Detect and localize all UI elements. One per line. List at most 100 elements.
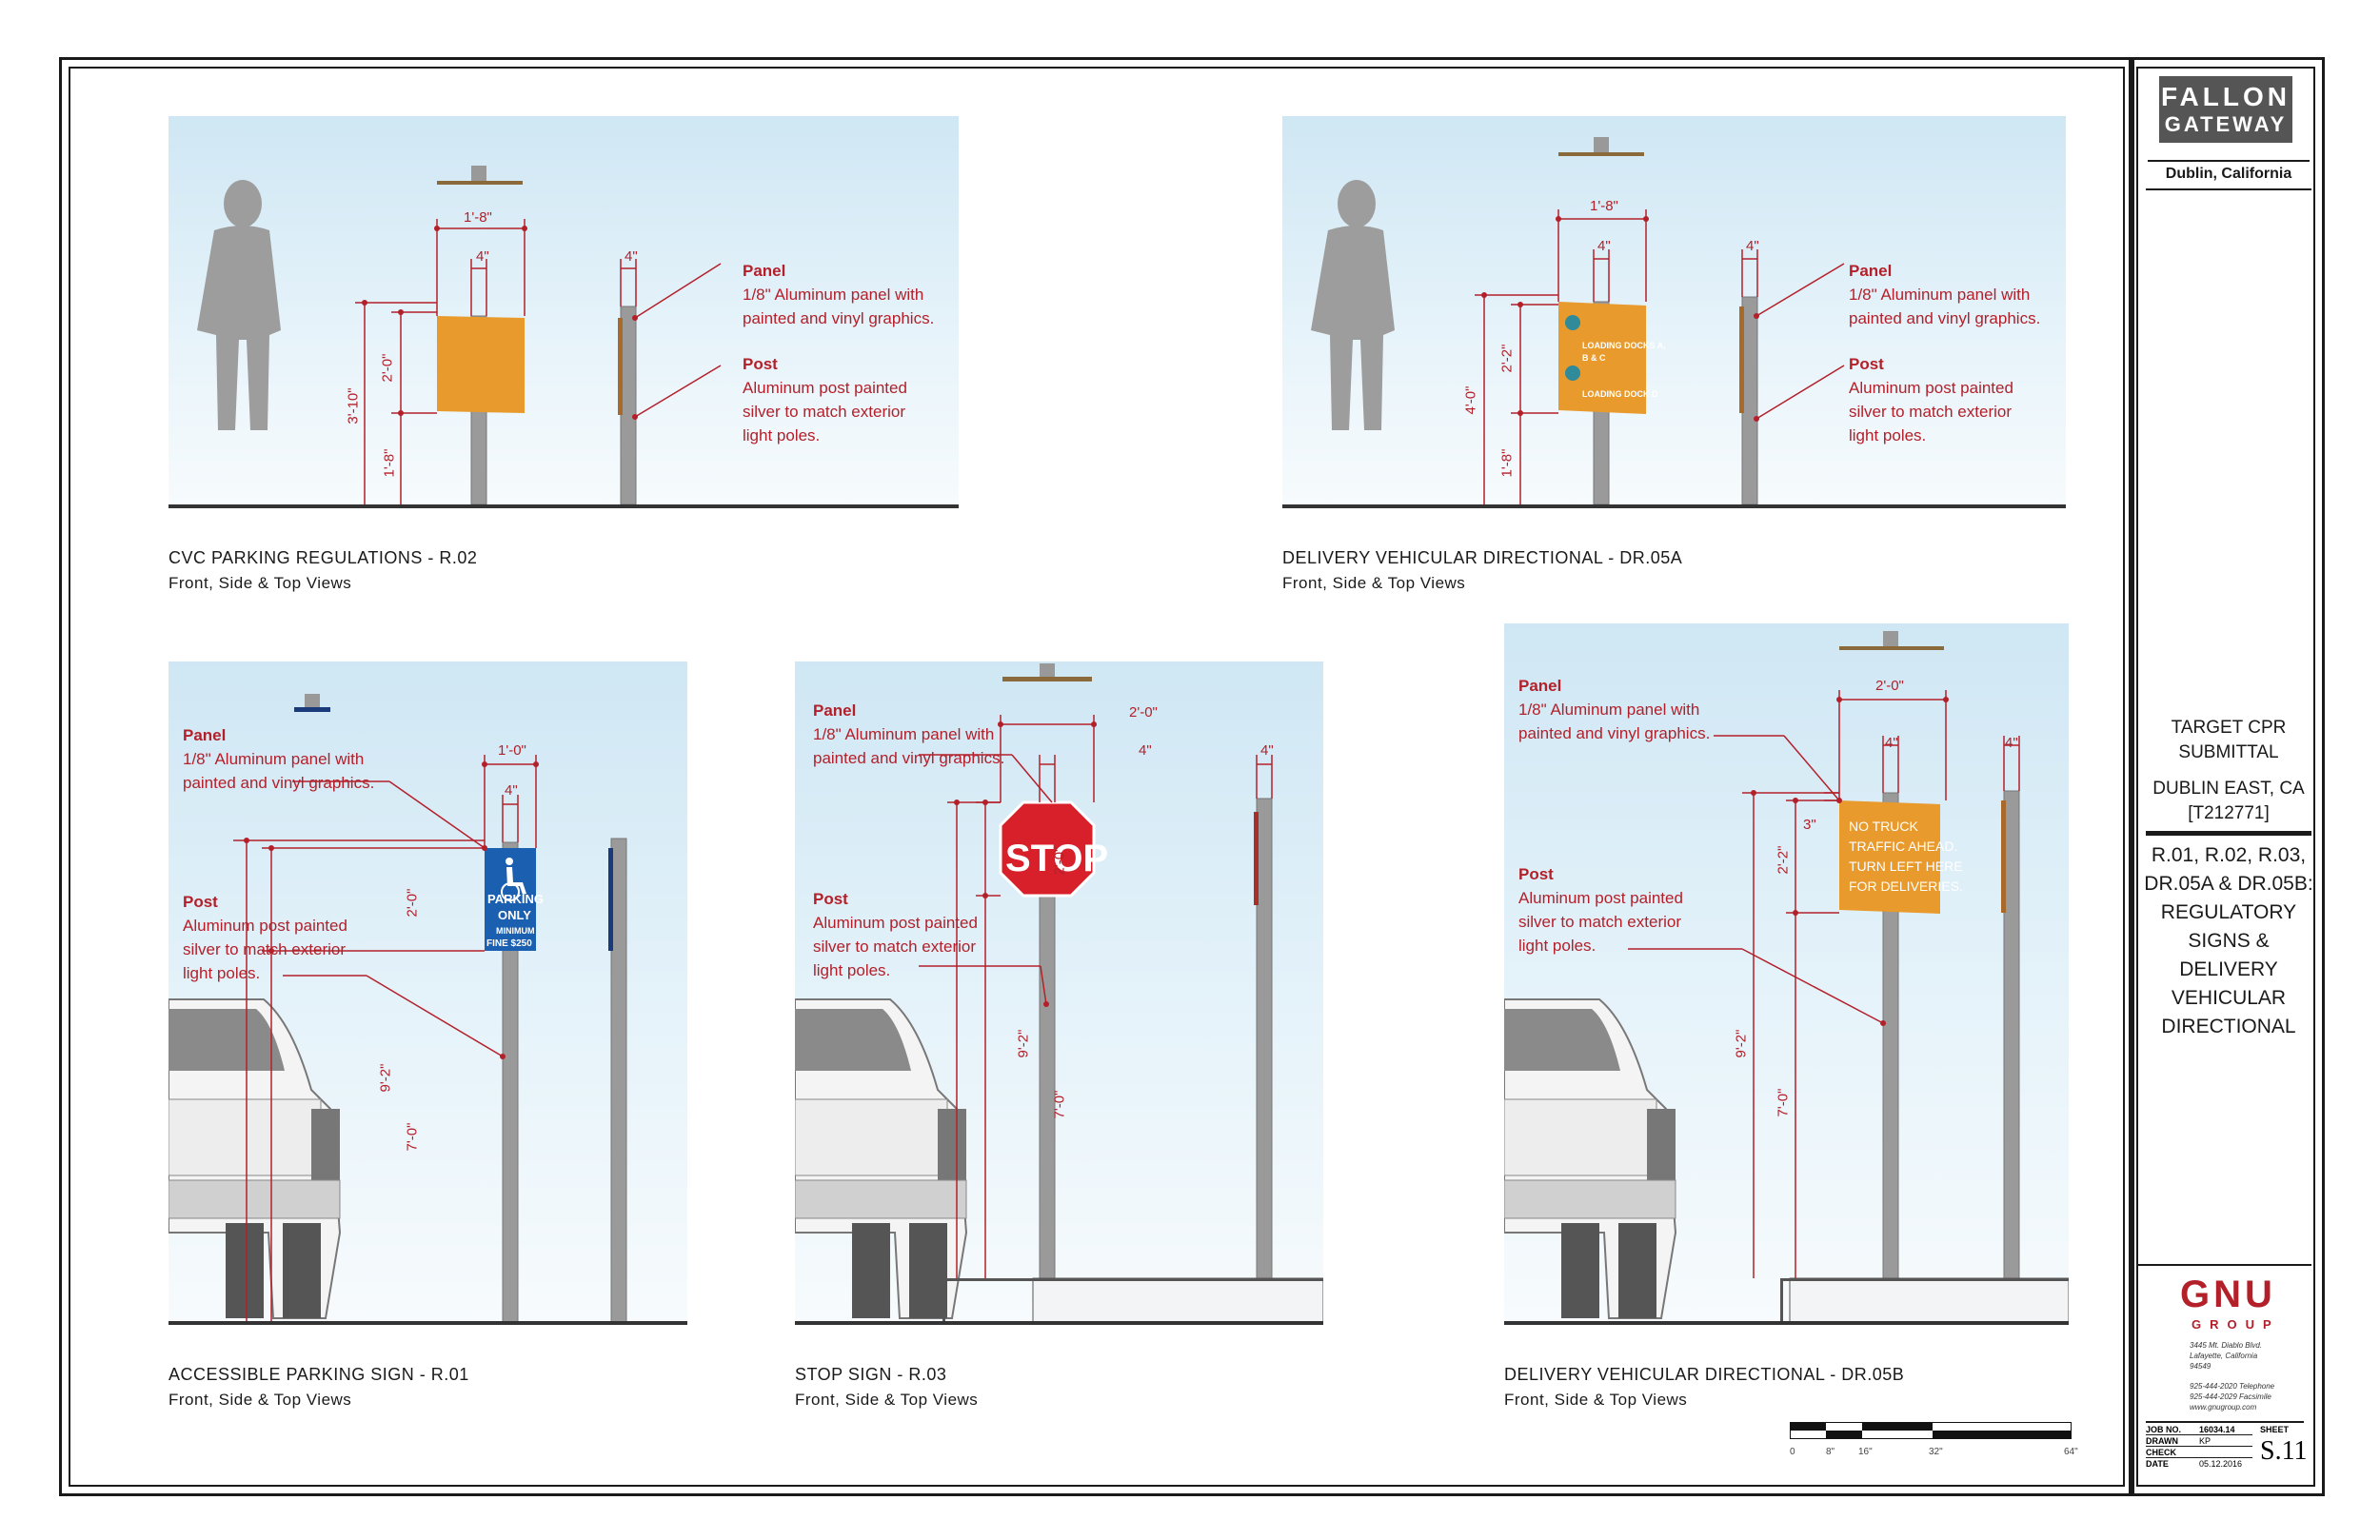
dim-panel-dr05a: 2'-2" (1498, 344, 1516, 373)
project-location: Dublin, California (2165, 166, 2292, 182)
sheet-title-line: VEHICULAR (2171, 987, 2287, 1009)
note-title: Panel (813, 701, 857, 720)
info-label: DATE (2146, 1459, 2169, 1469)
wheelchair-icon (501, 858, 526, 901)
note-title: Post (183, 893, 218, 911)
note-title: Post (1518, 865, 1554, 883)
drawing-title: STOP SIGN - R.03 (795, 1365, 947, 1384)
logo-line2: GATEWAY (2164, 112, 2288, 136)
truck-rear (795, 998, 968, 1319)
logo-underline (2148, 160, 2310, 162)
dim-gap-dr05b: 3" (1803, 817, 1816, 833)
dim-total-r03: 9'-2" (1015, 1029, 1032, 1058)
note-line: light poles. (183, 964, 261, 982)
dim-width-dr05b: 2'-0" (1875, 678, 1904, 694)
submittal-name: TARGET CPR SUBMITTAL (2146, 716, 2311, 765)
address-line: www.gnugroup.com (2190, 1403, 2257, 1412)
project-line: [T212771] (2188, 803, 2270, 823)
firm-logo-line2: GROUP (2192, 1317, 2280, 1332)
address-line: 94549 (2190, 1362, 2211, 1371)
sheet-info-table: JOB NO. 16034.14 DRAWN KP CHECK DATE 05.… (2146, 1421, 2308, 1472)
info-row: CHECK (2146, 1448, 2176, 1457)
drawing-r02 (169, 116, 959, 506)
dim-width-dr05a: 1'-8" (1590, 198, 1618, 214)
sign-text: PARKING (487, 892, 544, 906)
note-line: light poles. (1518, 937, 1597, 955)
stop-sign-text: STOP (1005, 838, 1109, 879)
note-line: 1/8" Aluminum panel with (183, 750, 365, 768)
dim-total-dr05b: 9'-2" (1733, 1029, 1750, 1058)
truck-rear (1504, 998, 1677, 1319)
drawing-r01-graphic (169, 694, 627, 1323)
note-line: light poles. (813, 961, 891, 979)
note-line: Aluminum post painted (1849, 379, 2013, 397)
drawing-r02-graphic (197, 166, 722, 505)
scale-outline (1790, 1422, 2072, 1439)
sign-text: B & C (1582, 353, 1606, 363)
info-divider (2146, 1446, 2252, 1447)
note-line: Aluminum post painted (1518, 889, 1683, 907)
title-divider (2146, 831, 2311, 836)
note-line: 1/8" Aluminum panel with (813, 725, 995, 743)
drawing-title: DELIVERY VEHICULAR DIRECTIONAL - DR.05B (1504, 1365, 1905, 1384)
caption-dr05b: DELIVERY VEHICULAR DIRECTIONAL - DR.05B F… (1504, 1365, 1904, 1410)
firm-logo-line1: GNU (2180, 1273, 2276, 1315)
truck-rear (169, 998, 342, 1319)
info-label: CHECK (2146, 1448, 2177, 1457)
sheet-title: R.01, R.02, R.03, DR.05A & DR.05B: REGUL… (2142, 841, 2315, 1041)
note-line: Aluminum post painted (183, 917, 347, 935)
sign-text: TURN LEFT HERE (1849, 859, 1963, 874)
scale-seg (1826, 1431, 1862, 1439)
human-silhouette (197, 180, 281, 430)
address-line: 925-444-2020 Telephone (2190, 1382, 2275, 1391)
project-logo: FALLON GATEWAY Dublin, California (2146, 67, 2311, 190)
sign-text: TRAFFIC AHEAD. (1849, 839, 1958, 854)
scale-tick-label: 8" (1826, 1447, 1835, 1457)
dim-panel-r03: 2'-0" (1051, 846, 1068, 876)
scale-seg (1790, 1422, 1826, 1431)
info-row: DATE (2146, 1459, 2169, 1469)
sheet-border-inner (69, 67, 2125, 1487)
drawing-r03-graphic (795, 663, 1323, 1323)
human-silhouette (1311, 180, 1395, 430)
drawing-subtitle: Front, Side & Top Views (795, 1391, 979, 1409)
address-line: 925-444-2029 Facsimile (2190, 1392, 2271, 1401)
drawing-subtitle: Front, Side & Top Views (169, 574, 352, 592)
dim-total-dr05a: 4'-0" (1462, 385, 1479, 415)
note-line: silver to match exterior (1849, 403, 2012, 421)
drawing-r01 (169, 661, 687, 1323)
drawing-subtitle: Front, Side & Top Views (1282, 574, 1466, 592)
dim-width-r03: 2'-0" (1129, 704, 1158, 721)
logo-mark (2159, 76, 2292, 143)
scale-bar (1790, 1422, 2072, 1439)
dim-base-r01: 7'-0" (404, 1122, 421, 1152)
drawing-dr05b-graphic (1504, 631, 2069, 1323)
note-line: silver to match exterior (743, 403, 905, 421)
sheet-label: SHEET (2260, 1425, 2290, 1434)
note-line: painted and vinyl graphics. (183, 774, 375, 792)
dim-base-dr05a: 1'-8" (1498, 448, 1516, 478)
note-title: Post (1849, 355, 1884, 373)
note-title: Post (743, 355, 778, 373)
drawing-dr05b (1504, 623, 2069, 1323)
sheet-number: S.11 (2260, 1436, 2308, 1466)
ground-line-r03 (795, 1321, 1323, 1325)
ground-line-dr05a (1282, 504, 2066, 508)
dim-base-r03: 7'-0" (1051, 1090, 1068, 1119)
dim-base-dr05b: 7'-0" (1775, 1088, 1792, 1117)
sign-text: LOADING DOCKS A, (1582, 341, 1666, 350)
info-row: JOB NO. (2146, 1425, 2181, 1434)
info-divider (2146, 1434, 2252, 1435)
ground-line-dr05b (1504, 1321, 2069, 1325)
info-value: 16034.14 (2199, 1425, 2235, 1434)
note-line: silver to match exterior (813, 938, 976, 956)
note-line: painted and vinyl graphics. (1518, 724, 1711, 742)
sheet-title-line: R.01, R.02, R.03, (2151, 844, 2307, 866)
drawing-subtitle: Front, Side & Top Views (1504, 1391, 1688, 1409)
info-row: DRAWN (2146, 1436, 2178, 1446)
